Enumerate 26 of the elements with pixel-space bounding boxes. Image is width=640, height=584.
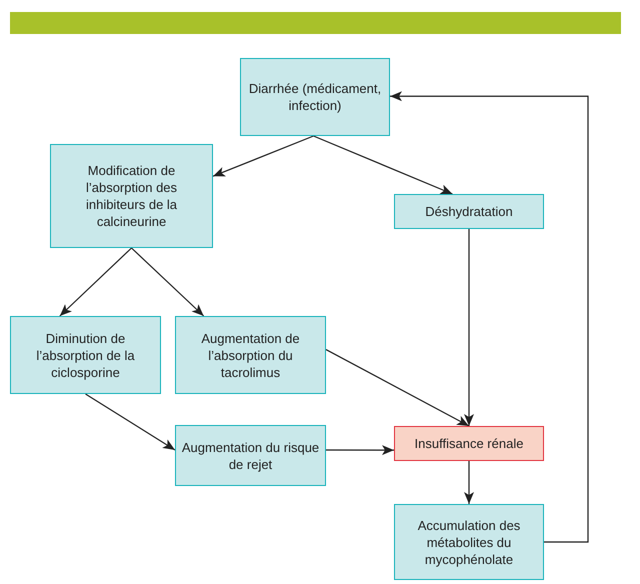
arrow [59, 248, 132, 316]
arrow [212, 135, 314, 177]
arrow [464, 461, 474, 504]
arrow [390, 91, 589, 543]
box-label: Diminution de l’absorption de la ciclosporine [35, 330, 136, 380]
box-label: Insuffisance rénale [414, 435, 524, 452]
box-label: Diarrhée (médicament, infection) [248, 80, 382, 114]
process-box [394, 194, 544, 229]
process-box [175, 316, 326, 394]
process-box [175, 425, 326, 486]
process-box [394, 426, 544, 461]
process-box [50, 144, 213, 248]
box-label: Accumulation des métabolites du mycophénolate [416, 516, 522, 568]
arrow [464, 229, 474, 426]
box-label: Déshydratation [425, 203, 513, 220]
process-box [10, 316, 161, 394]
arrow [85, 394, 176, 451]
arrow [313, 135, 453, 195]
arrow [326, 445, 394, 456]
arrow [326, 349, 470, 427]
arrow [131, 248, 204, 316]
box-label: Augmentation de l’absorption du tacrolimus [200, 330, 301, 380]
process-box [240, 58, 390, 136]
box-label: Augmentation du risque de rejet [180, 438, 320, 472]
process-box [394, 504, 544, 580]
box-label: Modification de l’absorption des inhibiteurs de la calcineurine [84, 162, 178, 230]
